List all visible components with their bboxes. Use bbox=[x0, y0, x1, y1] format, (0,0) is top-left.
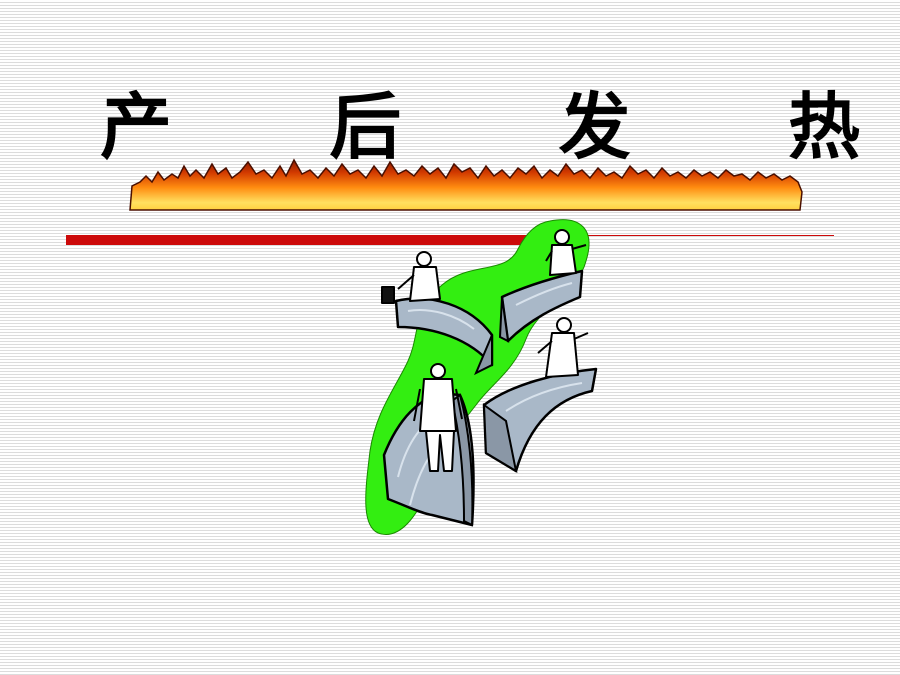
person-walking bbox=[537, 317, 589, 378]
person-with-briefcase bbox=[381, 251, 441, 304]
flame-strip-icon bbox=[129, 158, 803, 211]
title-char-2: 后 bbox=[329, 85, 402, 169]
person-waving bbox=[545, 229, 587, 276]
title-char-4: 热 bbox=[787, 85, 860, 169]
title-thin-rule bbox=[536, 235, 834, 236]
title-char-3: 发 bbox=[558, 85, 631, 169]
slide-title: 产 后 发 热 bbox=[100, 82, 860, 172]
person-back-view bbox=[413, 363, 463, 472]
people-on-bridges-icon bbox=[365, 219, 598, 535]
title-char-1: 产 bbox=[100, 85, 173, 169]
title-underline-bar bbox=[66, 235, 536, 245]
